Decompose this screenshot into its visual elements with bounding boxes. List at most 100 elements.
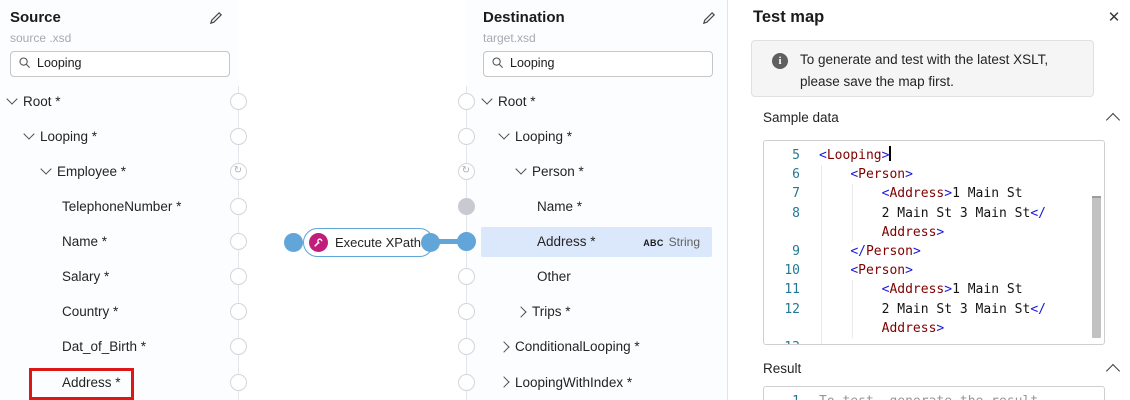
loop-connector-icon[interactable]: ↻ (229, 162, 247, 180)
search-icon (491, 56, 505, 70)
tree-item-salary[interactable]: Salary * (6, 262, 230, 292)
connector-dot[interactable] (229, 268, 247, 286)
result-editor[interactable]: 1To test, generate the result (763, 386, 1105, 400)
code-text: </Person> (850, 243, 921, 259)
tree-item-employee[interactable]: Employee * (6, 156, 230, 186)
indent-guide (821, 280, 822, 300)
source-panel: Source source .xsd (0, 0, 238, 400)
indent-guide (852, 280, 853, 300)
connector-dot[interactable] (457, 197, 475, 215)
source-search-input[interactable] (37, 52, 225, 74)
tree-item-person[interactable]: Person * (481, 156, 712, 186)
tree-item-label: Root * (23, 93, 61, 109)
search-icon (18, 56, 32, 70)
code-line: Address> (764, 222, 1104, 242)
tree-item-other[interactable]: Other (481, 262, 712, 292)
tree-item-dat-of-birth[interactable]: Dat_of_Birth * (6, 332, 230, 362)
code-line: 7 <Address>1 Main St (764, 184, 1104, 204)
chevron-down-icon[interactable] (23, 128, 35, 140)
tree-item-label: Name * (62, 234, 108, 249)
source-panel-title: Source (10, 9, 61, 26)
connector-dot[interactable] (457, 92, 475, 110)
code-line: 6 <Person> (764, 165, 1104, 185)
indent-guide (821, 337, 822, 344)
edit-destination-schema-button[interactable] (700, 10, 718, 28)
tree-item-label: ConditionalLooping * (515, 339, 640, 355)
destination-search-input[interactable] (510, 52, 708, 74)
connector-dot[interactable] (229, 233, 247, 250)
code-text: <Address>1 Main St (881, 186, 1023, 202)
code-text: <Person> (850, 167, 913, 183)
test-map-title: Test map (753, 8, 825, 26)
chevron-down-icon[interactable] (6, 93, 18, 105)
connector-dot[interactable] (457, 373, 475, 391)
line-number: 11 (784, 282, 800, 298)
connector-dot[interactable] (229, 338, 247, 356)
line-number: 13 (764, 338, 808, 344)
tree-item-root[interactable]: Root * (481, 86, 712, 116)
chevron-down-icon[interactable] (498, 128, 510, 140)
connector-dot[interactable] (457, 338, 475, 356)
source-search-box (10, 51, 230, 77)
code-line: 10 <Person> (764, 261, 1104, 281)
indent-guide (821, 222, 822, 242)
indent-guide (821, 203, 822, 223)
tree-item-label: Looping * (515, 128, 573, 144)
sample-data-editor[interactable]: 5<Looping>6 <Person>7 <Address>1 Main St… (763, 140, 1105, 345)
tree-item-telephonenumber[interactable]: TelephoneNumber * (6, 191, 230, 221)
connector-dot[interactable] (457, 268, 475, 286)
connector-dot[interactable] (229, 373, 247, 391)
connector-dot[interactable] (229, 303, 247, 321)
chevron-down-icon[interactable] (515, 163, 527, 175)
indent-guide (821, 241, 822, 262)
connector-dot[interactable] (456, 232, 476, 251)
chevron-down-icon[interactable] (481, 93, 493, 105)
tree-item-name[interactable]: Name * (6, 227, 230, 257)
code-text (808, 338, 819, 344)
info-message-line1: To generate and test with the latest XSL… (800, 52, 1049, 67)
chevron-right-icon[interactable] (498, 341, 510, 353)
chevron-right-icon[interactable] (515, 306, 527, 318)
tree-item-looping[interactable]: Looping * (6, 121, 230, 151)
tree-item-label: Dat_of_Birth * (62, 339, 147, 355)
tree-item-root[interactable]: Root * (6, 86, 230, 116)
test-map-panel: Test map ✕ i To generate and test with t… (727, 0, 1130, 400)
scrollbar-thumb[interactable] (1092, 198, 1101, 338)
tree-item-name[interactable]: Name * (481, 191, 712, 221)
close-icon[interactable]: ✕ (1103, 6, 1125, 28)
tree-item-address[interactable]: Address * (6, 367, 230, 397)
chevron-down-icon[interactable] (40, 163, 52, 175)
code-text: <Address>1 Main St (881, 282, 1023, 298)
destination-panel: Destination target.xsd (466, 0, 727, 400)
tree-item-looping[interactable]: Looping * (481, 121, 712, 151)
connector-dot[interactable] (229, 127, 247, 145)
tree-item-conditionallooping[interactable]: ConditionalLooping * (481, 332, 712, 362)
tree-item-trips[interactable]: Trips * (481, 297, 712, 327)
connector-dot[interactable] (229, 92, 247, 110)
connector-dot[interactable] (457, 127, 475, 145)
code-text: <Person> (850, 263, 913, 279)
tree-item-label: LoopingWithIndex * (515, 374, 633, 390)
connector-dot[interactable] (457, 303, 475, 321)
edit-source-schema-button[interactable] (207, 10, 225, 28)
code-text: <Looping> (819, 146, 891, 163)
code-line: 9 </Person> (764, 241, 1104, 262)
code-line: Address> (764, 318, 1104, 338)
collapse-sample-data-icon[interactable] (1105, 112, 1121, 128)
execute-xpath-node[interactable]: Execute XPath (303, 228, 434, 257)
info-icon: i (772, 53, 788, 69)
collapse-result-icon[interactable] (1105, 363, 1121, 379)
tree-item-loopingwithindex[interactable]: LoopingWithIndex * (481, 367, 712, 397)
connection-edge[interactable] (430, 239, 467, 244)
xpath-input-handle[interactable] (284, 232, 303, 252)
connector-dot[interactable] (229, 197, 247, 215)
abc-string-icon: ABC (643, 237, 664, 248)
line-number: 8 (792, 205, 800, 221)
tree-item-country[interactable]: Country * (6, 297, 230, 327)
code-line: 1To test, generate the result (764, 392, 1104, 400)
loop-connector-icon[interactable]: ↻ (457, 162, 475, 180)
chevron-right-icon[interactable] (498, 376, 510, 388)
